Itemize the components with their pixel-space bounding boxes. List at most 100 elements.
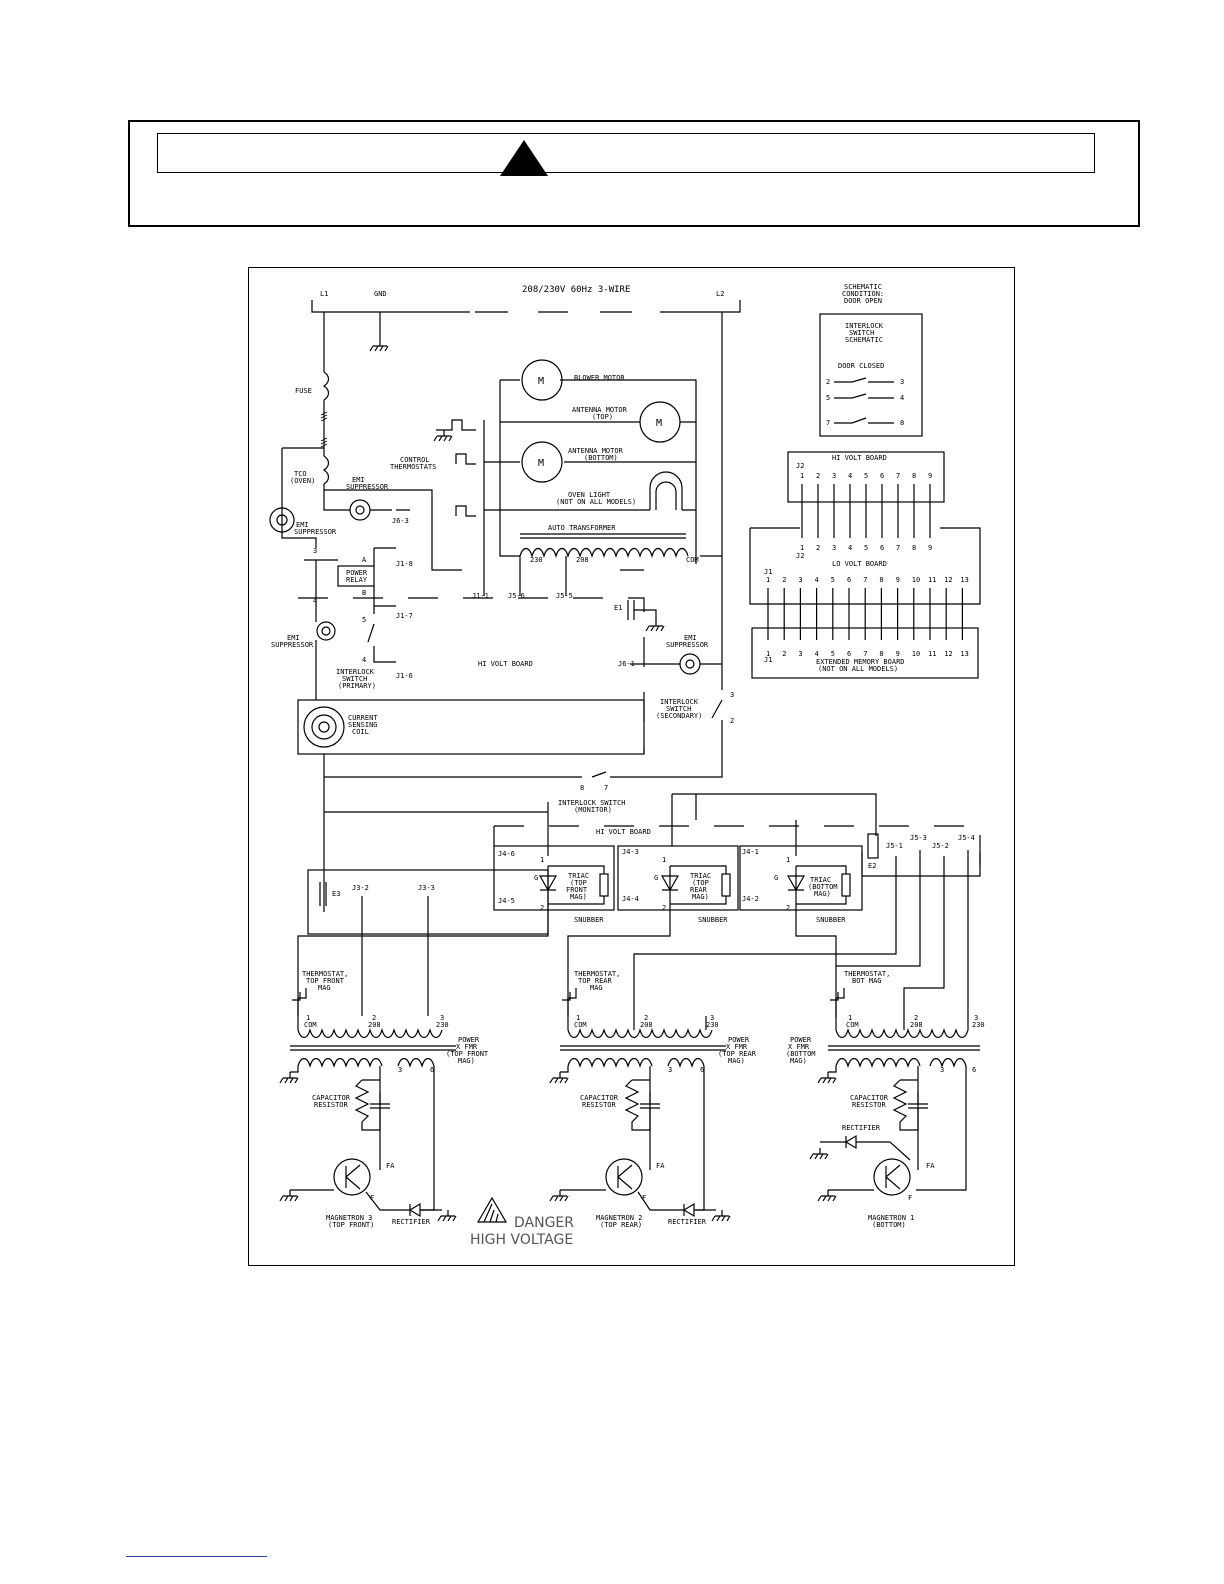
label-csc-2: SENSING xyxy=(348,721,378,729)
condition-2: CONDITION: xyxy=(842,290,884,298)
danger-icon xyxy=(476,1196,508,1223)
warning-header-bar xyxy=(157,133,1095,173)
label-j5-1: J5-1 xyxy=(886,842,903,850)
emb-pin-6: 6 xyxy=(847,650,851,658)
tx-front-3: 3 xyxy=(440,1014,444,1022)
emb-pin-8: 8 xyxy=(879,650,883,658)
label-emb-2: (NOT ON ALL MODELS) xyxy=(818,665,898,673)
tx-front-com: COM xyxy=(304,1021,317,1029)
label-emi3-2: SUPPRESSOR xyxy=(271,641,314,649)
tx-bot-com: COM xyxy=(846,1021,859,1029)
cr-front-1: CAPACITOR xyxy=(312,1094,351,1102)
triac-rear-l1: TRIAC xyxy=(690,872,711,880)
tx-bot-2: 2 xyxy=(914,1014,918,1022)
label-j4-3: J4-3 xyxy=(622,848,639,856)
tx-front-1: 1 xyxy=(306,1014,310,1022)
label-blower: BLOWER MOTOR xyxy=(574,374,625,382)
label-fuse: FUSE xyxy=(295,387,312,395)
triac-rear-g: G xyxy=(654,874,658,882)
label-mon-7: 7 xyxy=(604,784,608,792)
footer-rule xyxy=(126,1556,267,1557)
label-j4-6: J4-6 xyxy=(498,850,515,858)
tx-rear-1: 1 xyxy=(576,1014,580,1022)
tx-rear-l2: X FMR xyxy=(726,1043,748,1051)
lvb-pin-1: 1 xyxy=(766,576,770,584)
lvb-pin-7: 7 xyxy=(863,576,867,584)
snubber-front: SNUBBER xyxy=(574,916,604,924)
label-emi1-1: EMI xyxy=(296,521,309,529)
tx-front-l4: MAG) xyxy=(458,1057,475,1065)
tx-bot-s6: 6 xyxy=(972,1066,976,1074)
hvb-pin-bot-6: 6 xyxy=(880,544,884,552)
emb-pin-5: 5 xyxy=(831,650,835,658)
tstat-front-1: THERMOSTAT, xyxy=(302,970,348,978)
condition-1: SCHEMATIC xyxy=(844,283,882,291)
label-e2: E2 xyxy=(868,862,876,870)
triac-bottom-g: G xyxy=(774,874,778,882)
label-primary-2: SWITCH xyxy=(342,675,367,683)
ib-pin-5: 5 xyxy=(826,394,830,402)
label-secondary-3: (SECONDARY) xyxy=(656,712,702,720)
danger-line2: HIGH VOLTAGE xyxy=(470,1232,573,1248)
label-secondary-1: INTERLOCK xyxy=(660,698,699,706)
label-hvb-3: HI VOLT BOARD xyxy=(596,828,651,836)
mag2-l2: (TOP REAR) xyxy=(600,1221,642,1229)
warning-triangle-icon xyxy=(500,140,548,176)
emb-pin-11: 11 xyxy=(928,650,936,658)
label-m1: M xyxy=(538,376,544,387)
emi-suppressor-top xyxy=(349,499,371,521)
label-oven-light-1: OVEN LIGHT xyxy=(568,491,611,499)
magnetron-2 xyxy=(605,1158,643,1196)
tx-front-208: 208 xyxy=(368,1021,381,1029)
label-j5-4: J5-4 xyxy=(958,834,975,842)
hvb-pin-top-8: 8 xyxy=(912,472,916,480)
label-ant-bot-2: (BOTTOM) xyxy=(584,454,618,462)
label-control-1: CONTROL xyxy=(400,456,430,464)
ib-title-2: SWITCH xyxy=(849,329,874,337)
danger-line1: DANGER xyxy=(514,1215,574,1231)
label-j1-7: J1-7 xyxy=(396,612,413,620)
label-j3-3: J3-3 xyxy=(418,884,435,892)
hvb-pin-top-3: 3 xyxy=(832,472,836,480)
emb-pin-4: 4 xyxy=(815,650,819,658)
ib-title-3: SCHEMATIC xyxy=(845,336,883,344)
lvb-pin-13: 13 xyxy=(960,576,968,584)
hvb-pin-bot-8: 8 xyxy=(912,544,916,552)
snubber-rear: SNUBBER xyxy=(698,916,728,924)
label-monitor-2: (MONITOR) xyxy=(574,806,612,814)
label-j6-1: J6-1 xyxy=(618,660,635,668)
tstat-front-3: MAG xyxy=(318,984,331,992)
ib-pin-7: 7 xyxy=(826,419,830,427)
mag3-f: F xyxy=(370,1194,374,1202)
emb-pin-2: 2 xyxy=(782,650,786,658)
tx-bot-208: 208 xyxy=(910,1021,923,1029)
mag3-fa: FA xyxy=(386,1162,395,1170)
tx-rear-l4: MAG) xyxy=(728,1057,745,1065)
triac-rear-2: 2 xyxy=(662,904,666,912)
label-emi1-2: SUPPRESSOR xyxy=(294,528,337,536)
label-ant-top-1: ANTENNA MOTOR xyxy=(572,406,628,414)
emb-pin-1: 1 xyxy=(766,650,770,658)
hvb-pin-top-7: 7 xyxy=(896,472,900,480)
label-j5-3: J5-3 xyxy=(910,834,927,842)
label-emi4-1: EMI xyxy=(684,634,697,642)
lvb-pin-8: 8 xyxy=(879,576,883,584)
label-relay-b: B xyxy=(362,589,366,597)
label-emi2-1: EMI xyxy=(352,476,365,484)
lvb-pin-10: 10 xyxy=(912,576,920,584)
lvb-pin-2: 2 xyxy=(782,576,786,584)
tstat-rear-1: THERMOSTAT, xyxy=(574,970,620,978)
tstat-bot-2: BOT MAG xyxy=(852,977,882,985)
triac-front-2: 2 xyxy=(540,904,544,912)
triac-bottom-l2: (BOTTOM xyxy=(808,883,838,891)
tx-bot-l2: X FMR xyxy=(788,1043,810,1051)
triac-rear-l4: MAG) xyxy=(692,893,709,901)
supply-title: 208/230V 60Hz 3-WIRE xyxy=(522,285,630,295)
lvb-pin-9: 9 xyxy=(896,576,900,584)
label-tap-com: COM xyxy=(686,556,699,564)
ib-title-1: INTERLOCK xyxy=(845,322,884,330)
cr-bot-2: RESISTOR xyxy=(852,1101,887,1109)
label-emi2-2: SUPPRESSOR xyxy=(346,483,389,491)
tx-front-s6: 6 xyxy=(430,1066,434,1074)
emb-pin-12: 12 xyxy=(944,650,952,658)
